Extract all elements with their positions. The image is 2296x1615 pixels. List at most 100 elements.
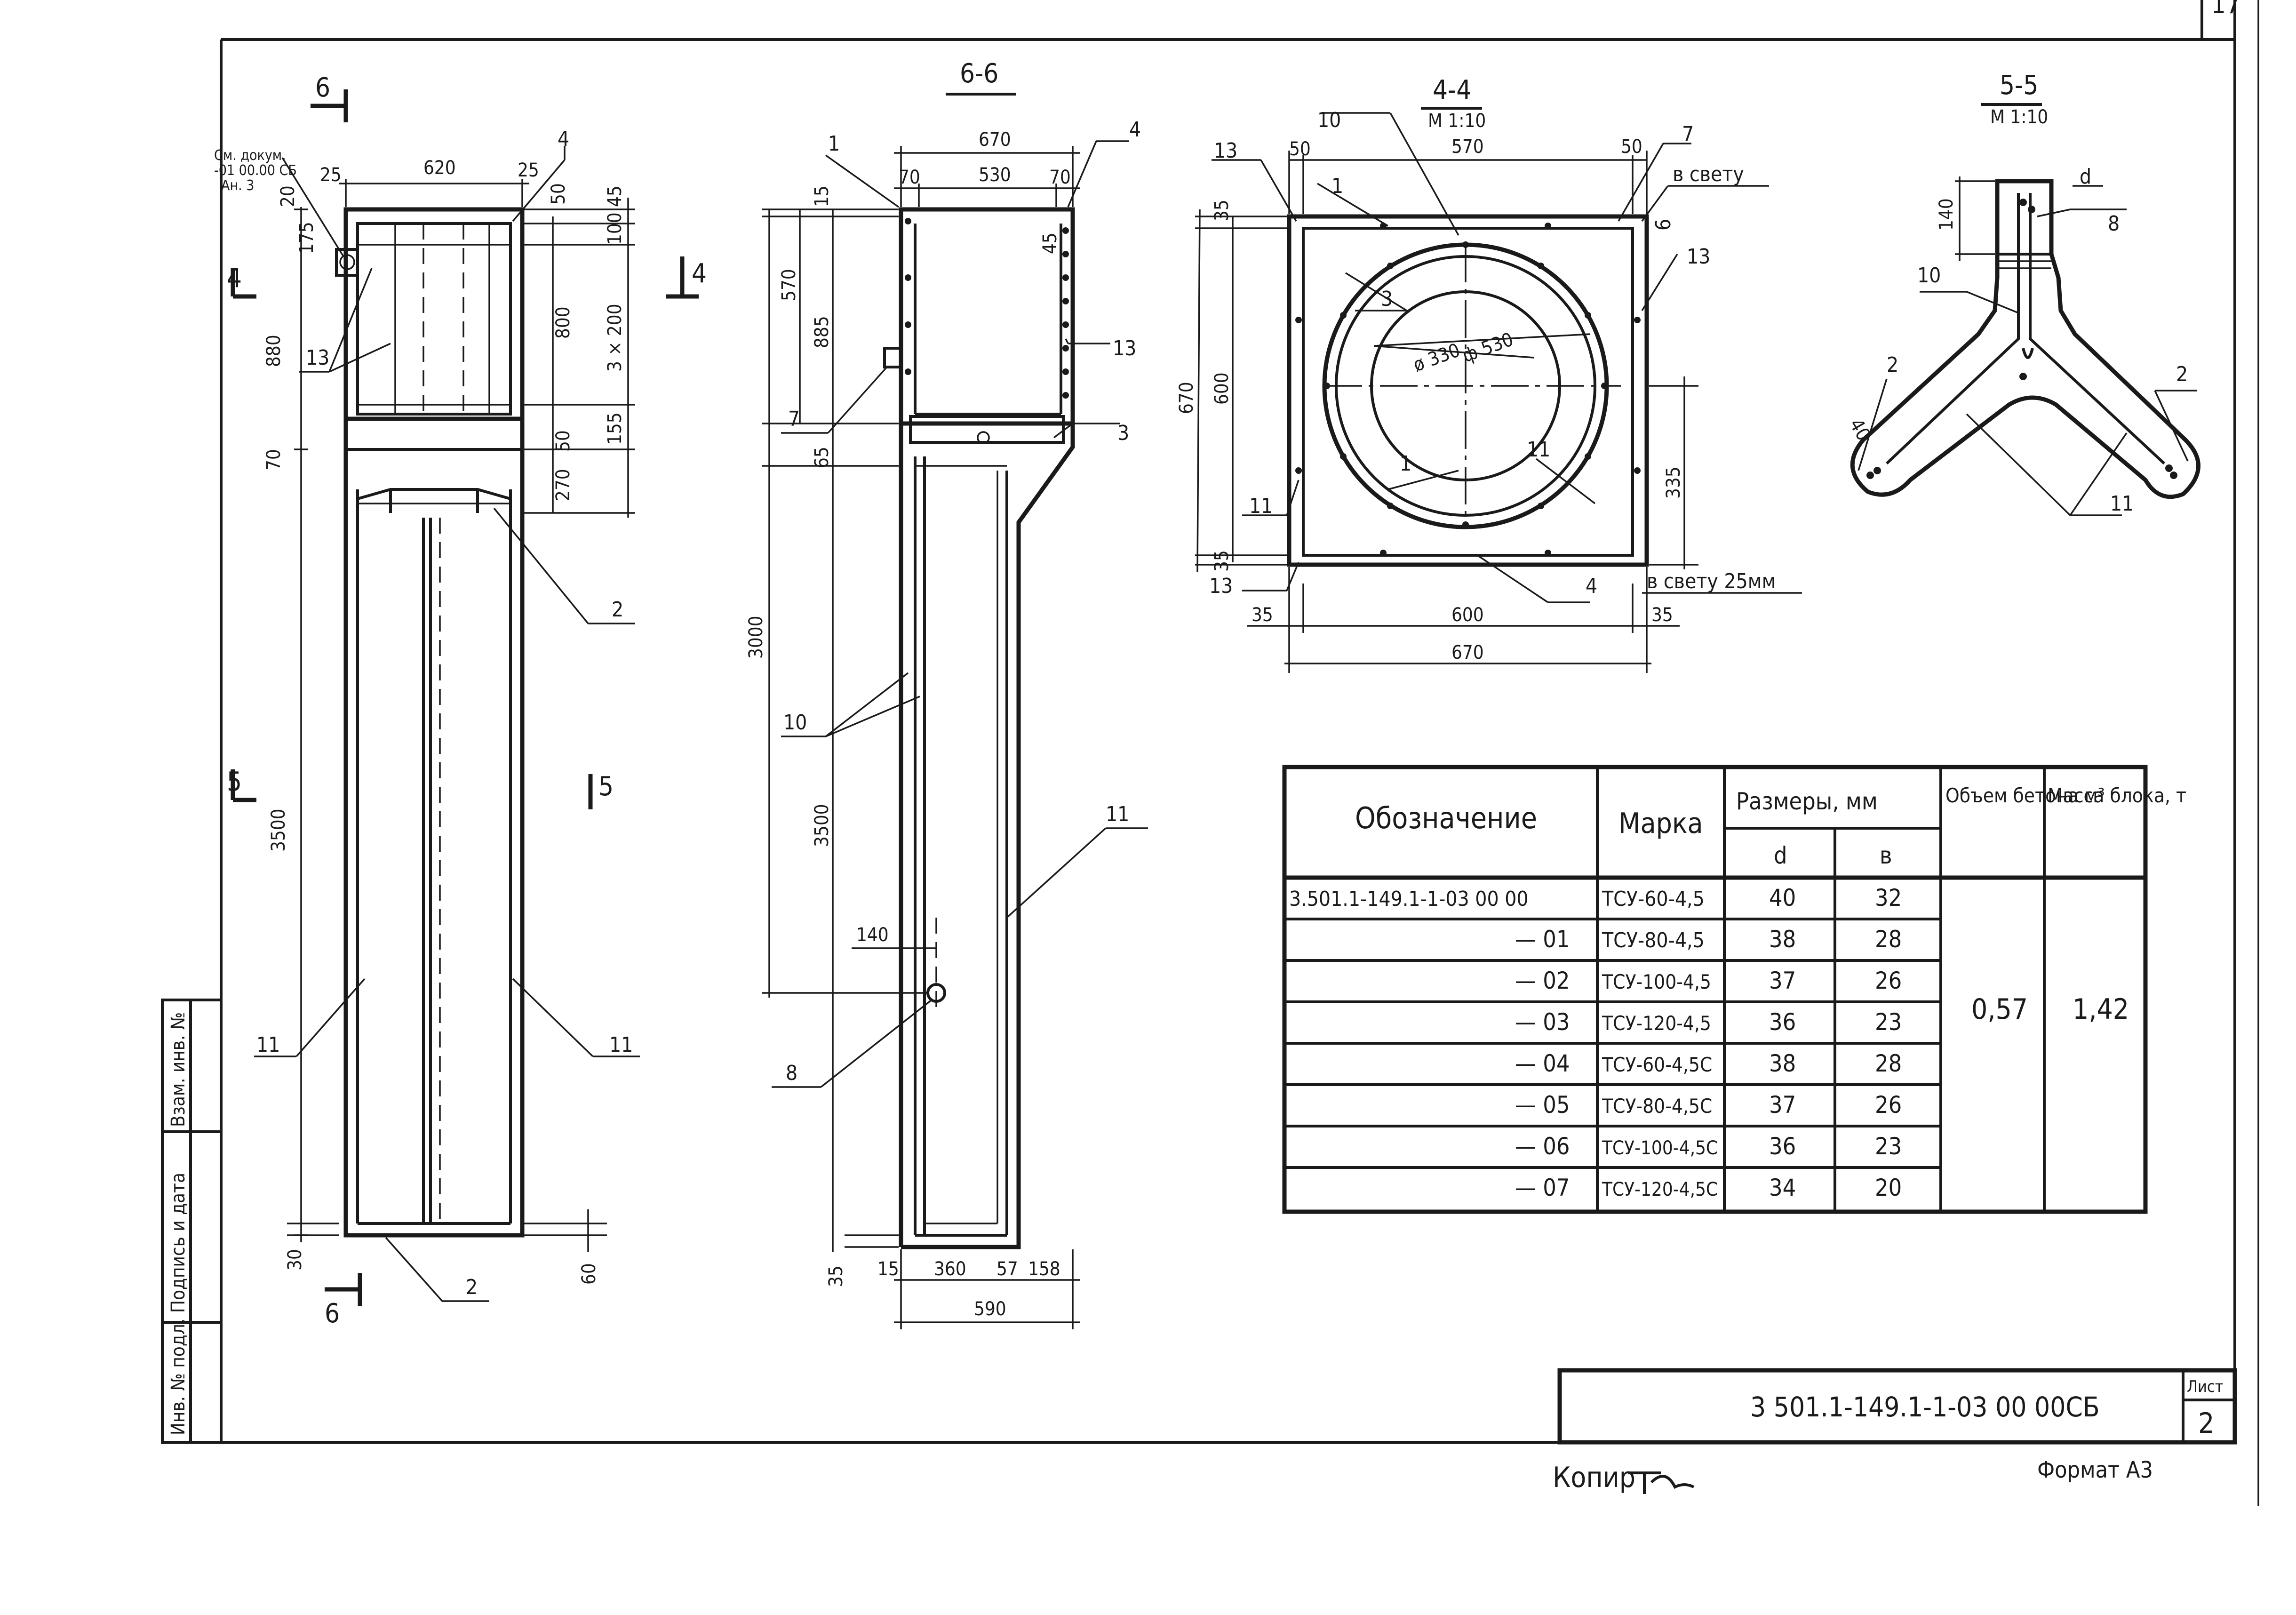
- clear-bottom: в свету 25мм: [1647, 569, 1776, 593]
- pos-3: 3: [1381, 287, 1393, 311]
- dim-25-left: 25: [320, 164, 342, 186]
- dim-670-v: 670: [1176, 382, 1197, 414]
- pos-10: 10: [1917, 264, 1941, 288]
- drawing-code: 3 501.1-149.1-1-03 00 00СБ: [1750, 1391, 2100, 1423]
- pos-2-a: 2: [612, 598, 623, 622]
- bolt-ring: [1295, 223, 1641, 556]
- table-mass: 1,42: [2073, 993, 2129, 1026]
- pos-13-a: 13: [1214, 139, 1237, 163]
- cut-6-bottom: 6: [325, 1298, 340, 1329]
- row-mark: ТСУ-100-4,5: [1602, 970, 1711, 993]
- section-5-5-scale: М 1:10: [1990, 106, 2048, 128]
- dim-670: 670: [979, 129, 1011, 151]
- section-6-6-title: 6-6: [960, 58, 998, 89]
- row-mark: ТСУ-120-4,5С: [1602, 1179, 1718, 1200]
- row-d: 36: [1769, 1008, 1796, 1036]
- dim-35: 35: [825, 1265, 847, 1287]
- row-b: 26: [1875, 1091, 1902, 1119]
- row-d: 36: [1769, 1133, 1796, 1160]
- table-row: — 03 ТСУ-120-4,5 36 23: [1515, 1008, 1902, 1036]
- th-sizes: Размеры, мм: [1736, 788, 1878, 815]
- view-section-6-6: 6-6: [745, 58, 1148, 1329]
- dim-335: 335: [1663, 466, 1684, 499]
- dim-140: 140: [1936, 198, 1957, 231]
- pos-11-a: 11: [1249, 494, 1273, 518]
- view-section-4-4: 4-4 М 1:10: [1176, 75, 1802, 673]
- th-volume: Объем бетона м³: [1945, 784, 2105, 807]
- table-row: — 04 ТСУ-60-4,5С 38 28: [1515, 1050, 1902, 1077]
- pos-4: 4: [1129, 118, 1141, 142]
- dim-35-left: 35: [1252, 604, 1273, 626]
- table-row: — 02 ТСУ-100-4,5 37 26: [1515, 967, 1902, 994]
- view-section-5-5: 5-5 М 1:10 140 d 40 8 10 2 2: [1845, 70, 2200, 516]
- dim-ф530: ф 530: [1460, 328, 1516, 367]
- left-stamp: Инв. № подл. Подпись и дата Взам. инв. №: [161, 999, 223, 1444]
- th-mark: Марка: [1618, 807, 1703, 840]
- cut-4-right: 4: [692, 258, 707, 289]
- dim-57: 57: [997, 1258, 1018, 1280]
- dim-158: 158: [1028, 1258, 1060, 1280]
- row-designation: — 04: [1515, 1050, 1570, 1077]
- dim-360: 360: [934, 1258, 966, 1280]
- dim-885: 885: [811, 316, 833, 348]
- dim-155: 155: [604, 412, 626, 445]
- dim-65: 65: [811, 447, 833, 468]
- pos-2-b: 2: [466, 1275, 478, 1299]
- bolt-dots-left: [905, 218, 1069, 399]
- dim-50-left: 50: [1289, 138, 1311, 160]
- dim-30: 30: [284, 1249, 306, 1271]
- th-d: d: [1774, 842, 1787, 869]
- clear-top: в свету: [1673, 162, 1744, 186]
- pos-1: 1: [828, 132, 840, 156]
- format-label: Формат А3: [2037, 1457, 2153, 1483]
- copier-signature: [1628, 1471, 1695, 1494]
- pos-8: 8: [786, 1061, 797, 1085]
- row-designation: — 06: [1515, 1133, 1570, 1160]
- stamp-inv-orig: Инв. № подл.: [167, 1319, 189, 1435]
- dim-45: 45: [604, 185, 626, 207]
- pos-2-b: 2: [2176, 362, 2188, 386]
- dim-25-right: 25: [518, 160, 539, 181]
- row-mark: ТСУ-60-4,5С: [1602, 1053, 1712, 1076]
- row-b: 28: [1875, 1050, 1902, 1077]
- dim-70: 70: [263, 449, 285, 471]
- dim-70-right: 70: [1049, 167, 1071, 188]
- row-designation: — 07: [1515, 1174, 1570, 1201]
- cut-5-left: 5: [227, 767, 242, 797]
- pos-3: 3: [1117, 421, 1129, 445]
- dim-3x200: 3 × 200: [604, 304, 626, 372]
- th-designation: Обозначение: [1355, 801, 1537, 835]
- row-designation: — 03: [1515, 1008, 1570, 1036]
- th-mass: Масса блока, т: [2048, 784, 2186, 807]
- dim-3000: 3000: [745, 616, 767, 659]
- table-row: — 06 ТСУ-100-4,5С 36 23: [1515, 1133, 1902, 1160]
- pos-7: 7: [788, 407, 800, 431]
- dim-270: 270: [552, 469, 574, 501]
- table-row: — 05 ТСУ-80-4,5С 37 26: [1515, 1091, 1902, 1119]
- dim-35-bottom: 35: [1211, 550, 1233, 572]
- stamp-repl-inv: Взам. инв. №: [167, 1012, 189, 1127]
- dim-35-top: 35: [1211, 200, 1233, 221]
- copied-by: Копир: [1553, 1461, 1635, 1494]
- top-sheet-number: 17: [2211, 0, 2240, 19]
- pos-4: 4: [558, 127, 569, 151]
- cut-4-left: 4: [227, 263, 242, 294]
- pos-11-a: 11: [256, 1033, 280, 1057]
- sheet-label: Лист: [2187, 1377, 2224, 1396]
- table-row: 3.501.1-149.1-1-03 00 00 ТСУ-60-4,5 40 3…: [1289, 884, 1902, 911]
- row-d: 38: [1769, 1050, 1796, 1077]
- stamp-sign-date: Подпись и дата: [167, 1173, 189, 1313]
- row-b: 23: [1875, 1133, 1902, 1160]
- dim-50-right: 50: [1621, 136, 1642, 158]
- spec-table: Обозначение Марка Размеры, мм d в Объем …: [1282, 765, 2186, 1214]
- dim-600-h: 600: [1451, 604, 1484, 626]
- view-elevation: 620 25 25 20 175 6 6 4 4 5 5 См. докум. …: [214, 72, 707, 1329]
- row-mark: ТСУ-60-4,5: [1602, 887, 1705, 911]
- pos-10: 10: [783, 711, 807, 735]
- row-d: 37: [1769, 1091, 1796, 1119]
- dim-50b: 50: [552, 430, 574, 452]
- th-b: в: [1880, 842, 1892, 869]
- row-d: 34: [1769, 1174, 1796, 1201]
